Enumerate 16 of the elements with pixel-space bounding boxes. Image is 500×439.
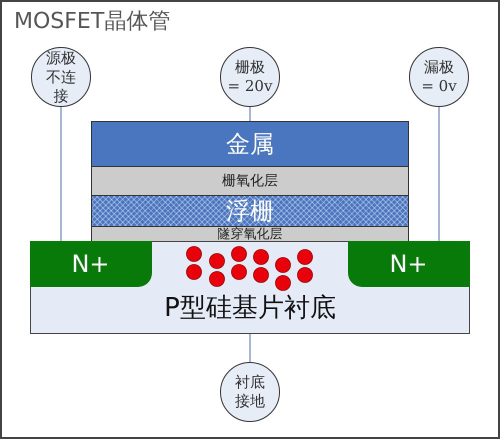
oxide-layer: 隧穿氧化层 [91,226,409,242]
floating-gate-layer: 浮栅 [91,195,409,227]
substrate-block: P型硅基片衬底 N+ N+ [30,241,470,334]
terminal-circle: 衬底接地 [220,362,280,422]
title: MOSFET晶体管 [14,8,170,36]
connector-line [249,334,251,362]
connector-line [60,107,62,241]
terminal-circle: 源极不连接 [31,47,91,107]
doped-region: N+ [30,240,152,286]
terminal-circle: 栅极 = 20v [220,47,280,107]
connector-line [438,107,440,241]
connector-line [249,107,251,121]
metal-layer: 金属 [91,121,409,167]
oxide-layer: 栅氧化层 [91,166,409,196]
doped-region: N+ [348,240,470,286]
terminal-circle: 漏极 = 0v [409,47,469,107]
